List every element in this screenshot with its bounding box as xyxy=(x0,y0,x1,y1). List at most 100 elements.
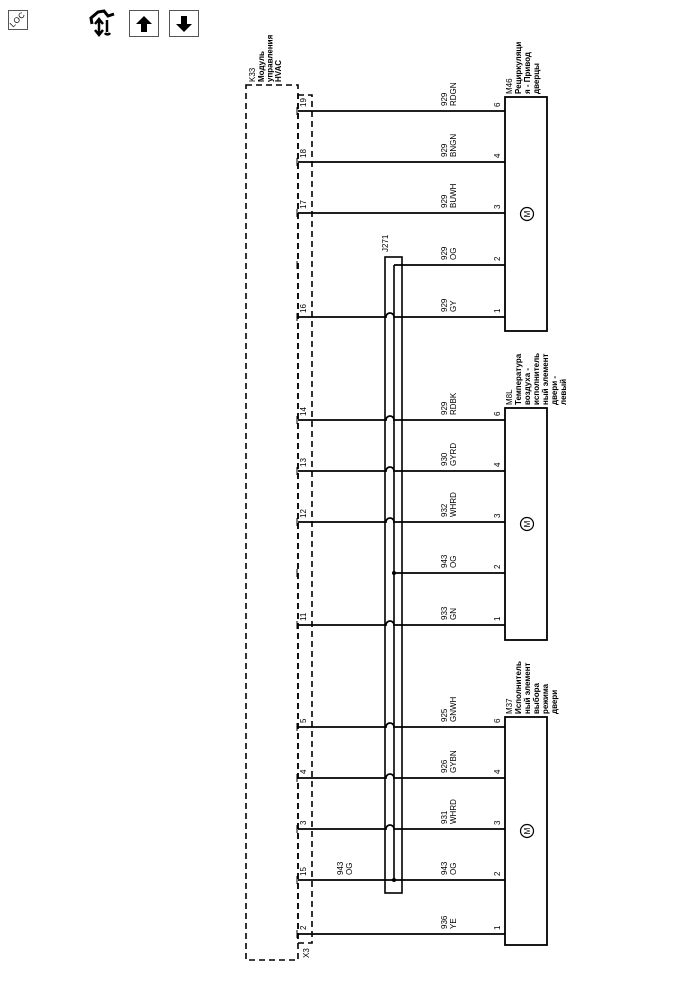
wire-color-label: BNGN xyxy=(449,134,458,157)
motor-symbol-label: M xyxy=(523,827,532,834)
motor-symbol-label: M xyxy=(523,210,532,217)
module-pin-label: 18 xyxy=(299,149,308,158)
wire-color-label: GY xyxy=(449,300,458,312)
motor-symbol-icon xyxy=(519,516,535,532)
wire-number-label: 936 xyxy=(440,915,449,929)
module-k33-outline xyxy=(245,84,299,961)
component-title-line: режима xyxy=(541,683,550,714)
motor-symbol-label: M xyxy=(523,520,532,527)
wire-number-label: 929 xyxy=(440,298,449,312)
module-pin-label: 3 xyxy=(299,820,308,825)
splice-j271-box[interactable] xyxy=(384,256,403,894)
component-pin-label: 3 xyxy=(493,513,502,518)
wire-number-label: 926 xyxy=(440,759,449,773)
wire-number-label: 931 xyxy=(440,810,449,824)
navigate-circuit-icon xyxy=(89,9,115,38)
wire-color-label: OG xyxy=(345,863,354,875)
wire-number-label: 943 xyxy=(336,861,345,875)
navigate-circuit-button[interactable] xyxy=(88,8,128,38)
module-pin-label: 4 xyxy=(299,769,308,774)
component-pin-label: 3 xyxy=(493,820,502,825)
wire-color-label: GNWH xyxy=(449,696,458,722)
module-pin-label: 17 xyxy=(299,200,308,209)
splice-node xyxy=(392,878,396,882)
module-pin-label: 12 xyxy=(299,509,308,518)
previous-page-button[interactable] xyxy=(129,10,159,37)
component-pin-label: 6 xyxy=(493,411,502,416)
wire-color-label: BUWH xyxy=(449,183,458,208)
arrow-up-icon xyxy=(136,15,152,32)
component-title-line: ный элемент xyxy=(523,662,532,714)
module-pin-label: 13 xyxy=(299,458,308,467)
motor-symbol-icon xyxy=(519,206,535,222)
wire-number-label: 933 xyxy=(440,606,449,620)
wire-color-label: GYRD xyxy=(449,443,458,466)
component-pin-label: 4 xyxy=(493,769,502,774)
component-pin-label: 1 xyxy=(493,616,502,621)
module-pin-label: 5 xyxy=(299,718,308,723)
component-id-label: M37 xyxy=(505,698,514,714)
component-title-line: Температура xyxy=(514,353,523,405)
wire-color-label: OG xyxy=(449,556,458,568)
component-pin-label: 4 xyxy=(493,153,502,158)
wire-number-label: 943 xyxy=(440,861,449,875)
wire-color-label: WHRD xyxy=(449,492,458,517)
module-title-line: Модуль xyxy=(257,51,266,82)
arrow-down-icon xyxy=(176,15,192,32)
module-title-line: управления xyxy=(266,34,275,82)
component-title-line: дверцы xyxy=(532,63,541,94)
component-pin-label: 2 xyxy=(493,256,502,261)
component-title-line: воздуха - xyxy=(523,368,532,405)
component-title-line: Исполнитель xyxy=(514,661,523,714)
wire-number-label: 932 xyxy=(440,503,449,517)
wire-number-label: 925 xyxy=(440,708,449,722)
component-pin-label: 2 xyxy=(493,564,502,569)
wire-number-label: 929 xyxy=(440,92,449,106)
component-box[interactable] xyxy=(504,96,548,332)
component-box[interactable] xyxy=(504,716,548,946)
loc-button[interactable]: LOC xyxy=(8,10,28,30)
wire-color-label: RDBK xyxy=(449,392,458,415)
splice-id-label: J271 xyxy=(381,234,390,252)
wire-color-label: GN xyxy=(449,608,458,620)
wire-color-label: YE xyxy=(449,918,458,929)
component-pin-label: 1 xyxy=(493,925,502,930)
wire-number-label: 929 xyxy=(440,194,449,208)
wire-color-label: WHRD xyxy=(449,799,458,824)
wire-color-label: RDGN xyxy=(449,82,458,106)
motor-symbol-icon xyxy=(519,823,535,839)
component-title-line: выбора xyxy=(532,683,541,714)
component-pin-label: 2 xyxy=(493,871,502,876)
component-pin-label: 6 xyxy=(493,718,502,723)
wire-color-label: GYBN xyxy=(449,750,458,773)
component-pin-label: 1 xyxy=(493,308,502,313)
module-title-line: HVAC xyxy=(274,60,283,82)
component-title-line: двери - xyxy=(550,376,559,405)
module-pin-label: 19 xyxy=(299,98,308,107)
splice-node xyxy=(392,571,396,575)
wire-number-label: 930 xyxy=(440,452,449,466)
wire-number-label: 943 xyxy=(440,554,449,568)
component-box[interactable] xyxy=(504,407,548,641)
next-page-button[interactable] xyxy=(169,10,199,37)
connector-id-label: X3 xyxy=(302,948,311,958)
component-pin-label: 3 xyxy=(493,204,502,209)
